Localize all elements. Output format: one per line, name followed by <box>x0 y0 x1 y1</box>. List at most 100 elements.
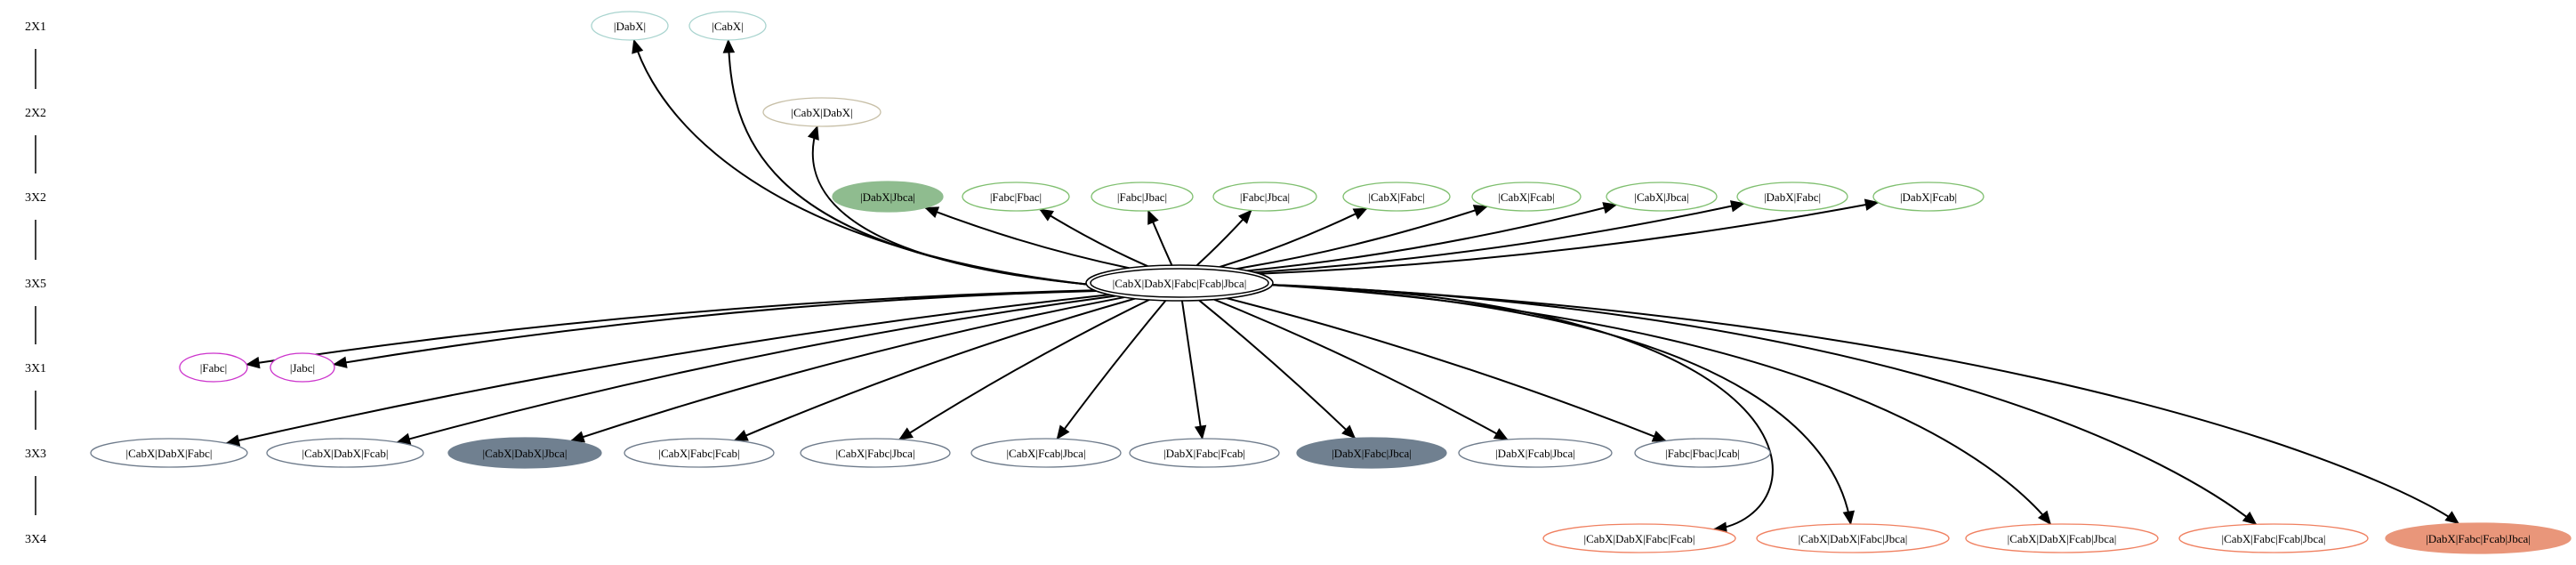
edge-arrowhead <box>1341 424 1356 440</box>
rank-label-r3: 3X2 <box>25 191 46 205</box>
node-shape <box>1872 182 1984 212</box>
node-label: |CabX| <box>712 20 744 33</box>
edge-arrowhead <box>1493 428 1509 440</box>
node-label: |CabX|DabX|Fabc|Jbca| <box>1799 532 1908 545</box>
edge-c-n4 <box>924 206 1130 270</box>
node-n5[interactable]: |Fabc|Fbac| <box>962 182 1070 212</box>
edge-c-n12 <box>1259 201 1879 275</box>
node-n10[interactable]: |CabX|Jbca| <box>1606 182 1718 212</box>
node-label: |Fabc|Fbac|Jcab| <box>1665 447 1740 460</box>
node-label: |CabX|Fabc|Jbca| <box>835 447 914 460</box>
node-n21[interactable]: |DabX|Fabc|Fcab| <box>1129 438 1280 468</box>
node-n29[interactable]: |DabX|Fabc|Fcab|Jbca| <box>2385 522 2572 554</box>
node-n4[interactable]: |DabX|Jbca| <box>832 181 944 213</box>
edge-arrowhead <box>1651 430 1667 442</box>
node-label: |Jabc| <box>290 361 315 375</box>
node-n13[interactable]: |Fabc| <box>179 352 248 383</box>
node-n27[interactable]: |CabX|DabX|Fcab|Jbca| <box>1965 523 2159 553</box>
node-label: |Fabc|Jbca| <box>1240 190 1290 204</box>
node-label: |CabX|DabX|Jbca| <box>483 447 568 460</box>
edge-arrowhead <box>923 206 940 218</box>
center-node[interactable]: |CabX|DabX|Fabc|Fcab|Jbca| <box>1085 264 1274 302</box>
rank-label-r1: 2X1 <box>25 20 46 34</box>
node-shape <box>1342 182 1451 212</box>
edge-c-n20 <box>1056 300 1167 440</box>
node-n22[interactable]: |DabX|Fabc|Jbca| <box>1296 437 1447 469</box>
node-shape <box>1965 523 2159 553</box>
edge-arrowhead <box>1842 510 1856 526</box>
node-shape <box>1212 182 1317 212</box>
edge-c-n10 <box>1247 204 1617 272</box>
node-shape <box>447 437 602 469</box>
node-n12[interactable]: |DabX|Fcab| <box>1872 182 1984 212</box>
edge-arrowhead <box>722 38 736 53</box>
rank-label-r4: 3X5 <box>25 278 46 291</box>
node-n8[interactable]: |CabX|Fabc| <box>1342 182 1451 212</box>
edge-arrowhead <box>1729 200 1745 213</box>
node-n14[interactable]: |Jabc| <box>270 352 335 383</box>
node-n28[interactable]: |CabX|Fabc|Fcab|Jbca| <box>2178 523 2369 553</box>
node-label: |CabX|Fabc| <box>1368 190 1424 204</box>
node-n25[interactable]: |CabX|DabX|Fabc|Fcab| <box>1542 523 1736 553</box>
node-label: |CabX|Fcab|Jbca| <box>1006 447 1085 460</box>
node-n15[interactable]: |CabX|DabX|Fabc| <box>90 438 248 468</box>
node-label: |DabX|Fabc| <box>1764 190 1821 204</box>
edge-c-n27 <box>1268 284 2052 525</box>
node-shape <box>266 438 424 468</box>
node-n2[interactable]: |CabX| <box>688 11 767 41</box>
edge-arrowhead <box>569 431 586 443</box>
node-shape <box>1296 437 1447 469</box>
node-n11[interactable]: |DabX|Fabc| <box>1736 182 1848 212</box>
edge-arrowhead <box>733 430 749 441</box>
node-shape <box>2385 522 2572 554</box>
node-n26[interactable]: |CabX|DabX|Fabc|Jbca| <box>1756 523 1950 553</box>
edge-c-n26 <box>1268 284 1852 525</box>
edge-arrowhead <box>807 125 819 141</box>
node-label: |DabX|Fcab|Jbca| <box>1495 447 1575 460</box>
node-n6[interactable]: |Fabc|Jbac| <box>1091 182 1194 212</box>
edge-c-n15 <box>226 294 1110 445</box>
node-shape <box>970 438 1122 468</box>
edge-c-n18 <box>734 297 1136 441</box>
node-shape <box>1606 182 1718 212</box>
edge-arrowhead <box>1194 424 1207 440</box>
edge-arrowhead <box>632 38 644 54</box>
edge-c-n25 <box>1268 284 1774 530</box>
edge-c-n8 <box>1219 207 1368 268</box>
node-shape <box>688 11 767 41</box>
edge-c-n17 <box>570 296 1125 442</box>
node-label: |CabX|DabX|Fabc|Fcab| <box>1584 532 1695 545</box>
node-n16[interactable]: |CabX|DabX|Fcab| <box>266 438 424 468</box>
edge-c-n5 <box>1039 208 1148 268</box>
node-n20[interactable]: |CabX|Fcab|Jbca| <box>970 438 1122 468</box>
node-n9[interactable]: |CabX|Fcab| <box>1471 182 1582 212</box>
node-n18[interactable]: |CabX|Fabc|Fcab| <box>624 438 775 468</box>
node-shape <box>800 438 951 468</box>
node-n1[interactable]: |DabX| <box>591 11 669 41</box>
node-label: |DabX|Fabc|Jbca| <box>1332 447 1412 460</box>
node-shape <box>1471 182 1582 212</box>
node-label: |DabX|Fabc|Fcab| <box>1163 447 1245 460</box>
edge-c-n1 <box>632 39 1091 286</box>
node-n17[interactable]: |CabX|DabX|Jbca| <box>447 437 602 469</box>
node-n24[interactable]: |Fabc|Fbac|Jcab| <box>1634 438 1771 468</box>
node-n7[interactable]: |Fabc|Jbca| <box>1212 182 1317 212</box>
node-shape <box>179 352 248 383</box>
node-label: |CabX|Fabc|Fcab| <box>658 447 739 460</box>
graph-edges <box>225 38 2460 534</box>
node-shape <box>1756 523 1950 553</box>
edge-c-n11 <box>1253 202 1744 274</box>
edge-arrowhead <box>2037 510 2052 526</box>
rank-label-r7: 3X4 <box>25 533 46 546</box>
node-shape <box>832 181 944 213</box>
node-shape <box>2178 523 2369 553</box>
node-n3[interactable]: |CabX|DabX| <box>762 97 881 127</box>
edge-c-n24 <box>1226 297 1667 442</box>
edge-c-n9 <box>1236 206 1488 270</box>
node-n19[interactable]: |CabX|Fabc|Jbca| <box>800 438 951 468</box>
node-n23[interactable]: |DabX|Fcab|Jbca| <box>1458 438 1613 468</box>
edge-arrowhead <box>1056 424 1070 440</box>
node-label: |CabX|Fabc|Fcab|Jbca| <box>2222 532 2326 545</box>
node-shape <box>1458 438 1613 468</box>
